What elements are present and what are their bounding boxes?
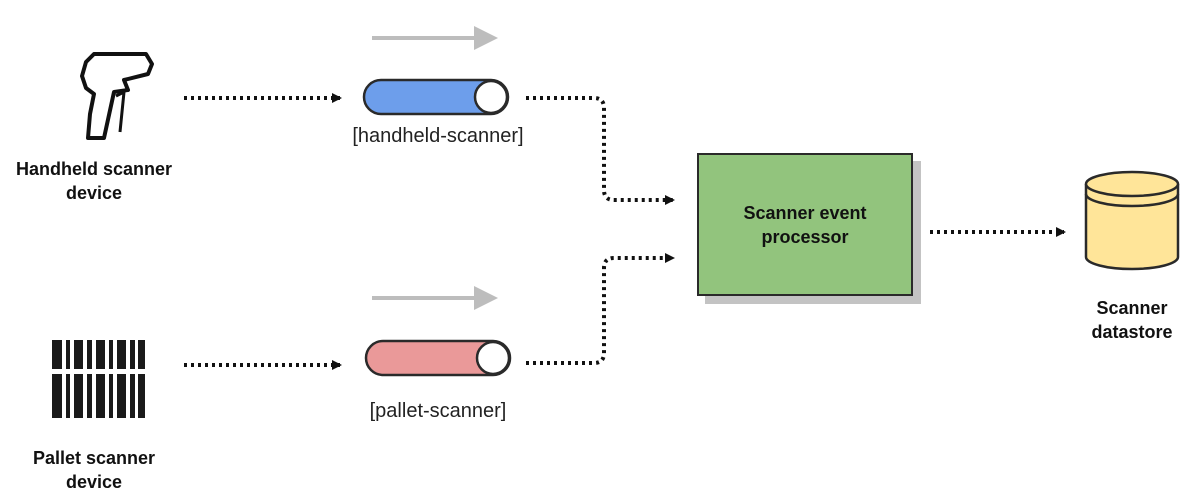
datastore-label: Scanner datastore — [1072, 296, 1192, 344]
handheld-device-label: Handheld scanner device — [0, 157, 188, 205]
handheld-topic-label: [handheld-scanner] — [352, 125, 524, 147]
scanner-event-processor: Scanner event processor — [697, 153, 913, 296]
connector-pallet-topic-to-processor — [526, 253, 675, 365]
datastore-label-line1: Scanner — [1096, 298, 1168, 318]
flow-indicator-arrow-handheld — [372, 26, 498, 50]
pallet-topic-pill — [364, 339, 512, 377]
barcode-icon — [48, 340, 148, 418]
pallet-device-label-line2: device — [65, 472, 123, 492]
processor-label: Scanner event processor — [743, 202, 867, 247]
pallet-device-label: Pallet scanner device — [0, 446, 188, 494]
pallet-device-label-line1: Pallet scanner — [32, 448, 156, 468]
handheld-device-label-line2: device — [65, 183, 123, 203]
datastore-label-line2: datastore — [1091, 322, 1173, 342]
pallet-topic-label: [pallet-scanner] — [369, 400, 507, 422]
handheld-topic-pill — [362, 78, 510, 116]
flow-indicator-arrow-pallet — [372, 286, 498, 310]
handheld-device-label-line1: Handheld scanner — [15, 159, 173, 179]
connector-handheld-topic-to-processor — [526, 96, 675, 205]
barcode-scanner-gun-icon — [80, 52, 154, 140]
database-icon — [1084, 170, 1180, 271]
